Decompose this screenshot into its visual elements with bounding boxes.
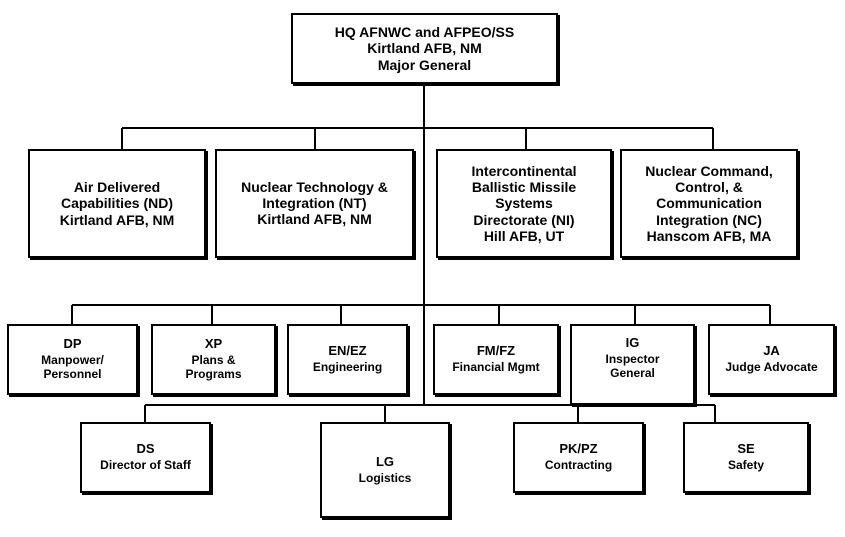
staff-en-ez-code: EN/EZ: [328, 343, 367, 359]
staff-ja-name: Judge Advocate: [725, 360, 818, 375]
directorate-nc-line: Communication: [656, 195, 762, 212]
directorate-box-nt: Nuclear Technology & Integration (NT) Ki…: [215, 149, 414, 258]
directorate-ni-line: Ballistic Missile: [471, 179, 577, 196]
directorate-nt-line: Integration (NT): [262, 195, 367, 212]
directorate-nd-line: Air Delivered: [73, 179, 161, 196]
staff-pk-pz-name: Contracting: [544, 458, 613, 473]
directorate-nc-line: Hanscom AFB, MA: [646, 227, 772, 244]
directorate-box-ni: Intercontinental Ballistic Missile Syste…: [436, 149, 612, 258]
staff-box-fm-fz: FM/FZ Financial Mgmt: [433, 324, 559, 395]
hq-rank: Major General: [377, 56, 472, 73]
staff-lg-code: LG: [375, 453, 395, 469]
staff-xp-name: Programs: [185, 366, 242, 381]
staff-box-en-ez: EN/EZ Engineering: [287, 324, 408, 395]
hq-title: HQ AFNWC and AFPEO/SS: [334, 24, 515, 41]
staff-pk-pz-code: PK/PZ: [559, 441, 598, 457]
staff-ds-code: DS: [136, 441, 155, 457]
directorate-nc-line: Control, &: [675, 179, 743, 196]
staff-fm-fz-name: Financial Mgmt: [452, 360, 540, 375]
staff-se-name: Safety: [727, 458, 765, 473]
staff-box-se: SE Safety: [683, 422, 809, 493]
staff-fm-fz-code: FM/FZ: [476, 343, 516, 359]
staff-box-ja: JA Judge Advocate: [708, 324, 835, 395]
directorate-nc-line: Nuclear Command,: [645, 163, 773, 180]
directorate-ni-line: Intercontinental: [471, 163, 577, 180]
staff-ig-name: General: [610, 365, 655, 380]
directorate-ni-line: Directorate (NI): [473, 211, 575, 228]
directorate-ni-line: Hill AFB, UT: [483, 227, 565, 244]
staff-ig-name: Inspector: [605, 351, 660, 366]
directorate-nd-line: Kirtland AFB, NM: [59, 211, 175, 228]
staff-se-code: SE: [737, 441, 755, 457]
staff-ds-name: Director of Staff: [100, 458, 191, 473]
staff-dp-name: Personnel: [43, 366, 102, 381]
directorate-nt-line: Kirtland AFB, NM: [257, 211, 372, 228]
staff-ja-code: JA: [763, 343, 780, 359]
hq-location: Kirtland AFB, NM: [367, 40, 482, 57]
staff-box-ig: IG Inspector General: [570, 324, 695, 405]
directorate-nc-line: Integration (NC): [656, 211, 762, 228]
staff-xp-name: Plans &: [191, 353, 236, 368]
hq-box: HQ AFNWC and AFPEO/SS Kirtland AFB, NM M…: [291, 13, 558, 84]
staff-dp-code: DP: [63, 336, 82, 352]
directorate-nd-line: Capabilities (ND): [60, 195, 173, 212]
staff-box-lg: LG Logistics: [320, 422, 450, 518]
staff-xp-code: XP: [204, 336, 223, 352]
directorate-ni-line: Systems: [495, 195, 553, 212]
staff-en-ez-name: Engineering: [312, 360, 383, 375]
staff-lg-name: Logistics: [358, 470, 412, 485]
staff-box-xp: XP Plans & Programs: [151, 324, 276, 395]
staff-dp-name: Manpower/: [41, 353, 104, 368]
staff-box-ds: DS Director of Staff: [80, 422, 211, 493]
staff-box-dp: DP Manpower/ Personnel: [7, 324, 138, 395]
directorate-box-nc: Nuclear Command, Control, & Communicatio…: [620, 149, 798, 258]
staff-box-pk-pz: PK/PZ Contracting: [513, 422, 644, 493]
directorate-nt-line: Nuclear Technology &: [241, 179, 388, 195]
directorate-box-nd: Air Delivered Capabilities (ND) Kirtland…: [28, 149, 206, 258]
staff-ig-code: IG: [625, 335, 640, 350]
